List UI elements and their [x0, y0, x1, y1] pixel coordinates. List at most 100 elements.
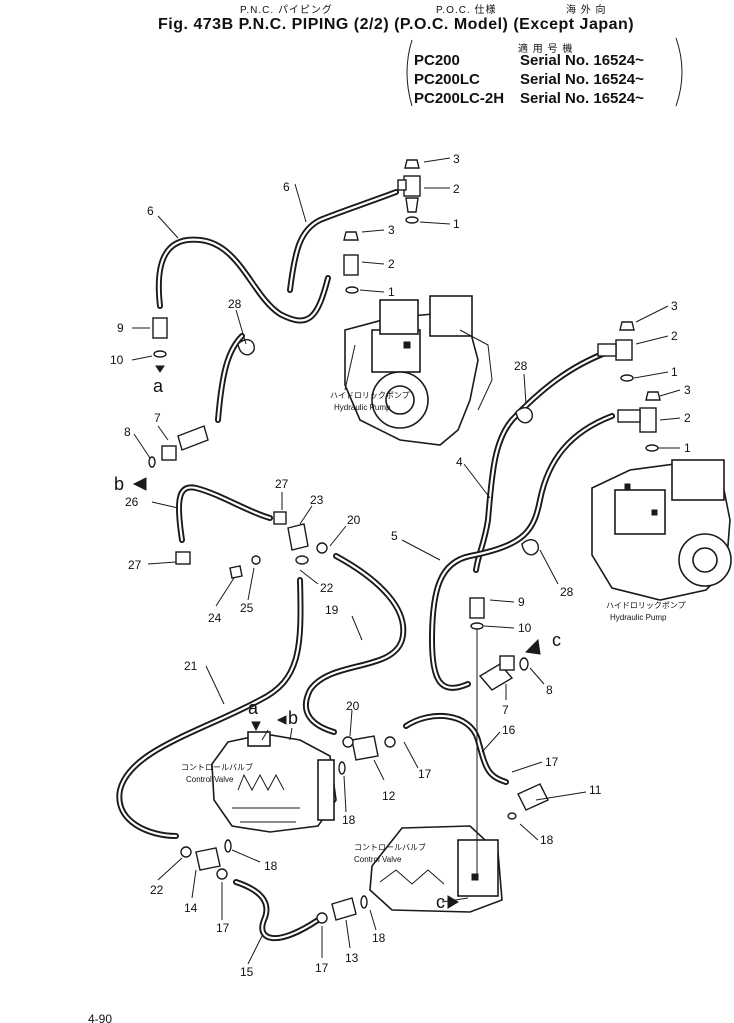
figure-title: Fig. 473B P.N.C. PIPING (2/2) (P.O.C. Mo…: [158, 16, 635, 33]
serial-number-3: Serial No. 16524~: [520, 90, 644, 107]
callout-17-bottom: 17: [315, 961, 329, 975]
callout-8-center: 8: [546, 683, 553, 697]
callout-23: 23: [310, 493, 324, 507]
callout-2-top: 2: [453, 182, 460, 196]
callout-20-mid: 20: [346, 699, 360, 713]
valve-left-label-jp: コントロールバルブ: [181, 762, 253, 772]
o-ring-18-mid: [338, 761, 346, 775]
serial-bracket-left: [406, 39, 413, 107]
elbow-fitting-top: [397, 159, 421, 224]
callout-9-left: 9: [117, 321, 124, 335]
callout-18-lower: 18: [264, 859, 278, 873]
elbow-fitting-right-1: [597, 321, 635, 382]
control-valve-left: [211, 731, 337, 833]
o-ring-18-lower: [224, 839, 232, 853]
plug-24: [229, 565, 243, 579]
header-jp-right: 海 外 向: [566, 5, 607, 16]
callout-17-left: 17: [216, 921, 230, 935]
callout-27-lower: 27: [128, 558, 142, 572]
arrow-b-left: [132, 477, 147, 491]
callout-11: 11: [589, 783, 602, 797]
nut-22-lower: [180, 846, 192, 858]
serial-model-1: PC200: [414, 52, 460, 69]
o-ring-8-center: [519, 657, 529, 671]
o-ring-10-center: [470, 622, 484, 630]
adapter-13: [331, 897, 357, 921]
callout-17-upper: 17: [418, 767, 432, 781]
header-jp-mid: P.O.C. 仕様: [436, 5, 497, 16]
hydraulic-pump-right: [591, 459, 732, 601]
nipple-9-center: [469, 597, 485, 619]
control-valve-lower: [369, 825, 503, 913]
callout-7-center: 7: [502, 703, 509, 717]
callout-12: 12: [382, 789, 396, 803]
callout-18-mid: 18: [342, 813, 356, 827]
elbow-fitting-upper-left: [343, 231, 359, 294]
serial-bracket-right: [675, 37, 683, 107]
arrow-a-valve: [251, 721, 261, 732]
callout-18-bottom: 18: [372, 931, 386, 945]
callout-28-left: 28: [228, 297, 242, 311]
callout-21: 21: [184, 659, 198, 673]
callout-1-right: 1: [671, 365, 678, 379]
arrow-c-valve: [447, 895, 459, 909]
serial-model-2: PC200LC: [414, 71, 480, 88]
callout-19: 19: [325, 603, 339, 617]
pump-left-label-jp: ハイドロリックポンプ: [330, 391, 410, 400]
callout-3-right-lower: 3: [684, 383, 691, 397]
pump-right-label-en: Hydraulic Pump: [610, 613, 667, 622]
callout-c-right: c: [552, 630, 561, 650]
o-ring-10-left: [153, 350, 167, 358]
callout-a-left: a: [153, 376, 164, 396]
callout-20-upper: 20: [347, 513, 361, 527]
callout-14: 14: [184, 901, 198, 915]
callout-18-right: 18: [540, 833, 554, 847]
callout-4: 4: [456, 455, 463, 469]
elbow-11: [517, 783, 549, 811]
callout-22-upper: 22: [320, 581, 334, 595]
nut-20-mid: [342, 736, 354, 748]
o-ring-18-right: [507, 812, 517, 820]
valve-lower-label-en: Control Valve: [354, 855, 402, 864]
callout-b-valve: b: [288, 708, 298, 728]
callout-22-lower: 22: [150, 883, 164, 897]
callout-b-left: b: [114, 474, 124, 494]
callout-a-valve: a: [248, 698, 259, 718]
page-number: 4-90: [88, 1012, 112, 1023]
callout-1-upper: 1: [388, 285, 395, 299]
callout-28-mid: 28: [560, 585, 574, 599]
callout-3-top: 3: [453, 152, 460, 166]
tee-23: [287, 523, 309, 551]
elbow-12: [351, 735, 379, 761]
callout-5: 5: [391, 529, 398, 543]
serial-heading: 適 用 号 機: [518, 44, 574, 55]
serial-number-2: Serial No. 16524~: [520, 71, 644, 88]
callout-2-right: 2: [671, 329, 678, 343]
arrow-b-valve: [276, 715, 287, 725]
serial-number-1: Serial No. 16524~: [520, 52, 644, 69]
leader-lines: [131, 157, 681, 965]
callout-1-right-lower: 1: [684, 441, 691, 455]
callout-9-center: 9: [518, 595, 525, 609]
callout-3-right: 3: [671, 299, 678, 313]
nut-22-upper: [295, 555, 309, 565]
callout-labels: 3 2 1 3 2 1 3 2 1 3 2 1 6 6 28 9 10 a 7 …: [88, 152, 691, 1023]
callout-c-valve: c: [436, 892, 445, 912]
callout-2-right-lower: 2: [684, 411, 691, 425]
callout-16: 16: [502, 723, 516, 737]
clip-27-lower: [175, 551, 191, 565]
header-jp-left: P.N.C. パイピング: [240, 5, 333, 16]
callout-24: 24: [208, 611, 222, 625]
callout-6-left: 6: [147, 204, 154, 218]
callout-10-left: 10: [110, 353, 124, 367]
callout-15: 15: [240, 965, 254, 979]
clamp-28-top: [515, 407, 533, 424]
nut-17-bottom: [316, 912, 328, 924]
nipple-9-left: [152, 317, 168, 339]
clamp-28-left: [237, 339, 255, 356]
callout-28-top: 28: [514, 359, 528, 373]
elbow-fitting-right-2: [617, 391, 661, 452]
adapter-7-left: [177, 425, 209, 451]
